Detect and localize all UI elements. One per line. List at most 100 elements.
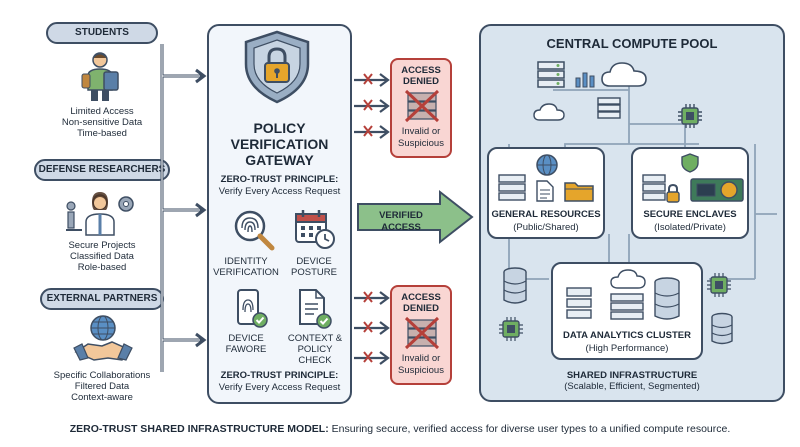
- user-to-gateway-arrows: [160, 44, 207, 372]
- student-icon: [81, 52, 119, 101]
- phone-fingerprint-icon: [237, 289, 268, 328]
- denied-bottom-title-1: ACCESS: [401, 292, 441, 303]
- shared-infrastructure-title: SHARED INFRASTRUCTURE: [566, 370, 698, 381]
- database-icon: [503, 267, 527, 304]
- shield-lock-icon: [244, 30, 310, 104]
- data-analytics-title: DATA ANALYTICS CLUSTER: [563, 330, 691, 341]
- secure-enclaves-sub: (Isolated/Private): [654, 222, 726, 233]
- students-details: Limited Access Non-sensitive Data Time-b…: [36, 106, 168, 139]
- context-line-2: POLICY CHECK: [297, 344, 333, 366]
- identity-line-1: IDENTITY: [224, 256, 268, 267]
- gateway-title-line-1: POLICY: [253, 120, 306, 136]
- general-resources-sub: (Public/Shared): [513, 222, 579, 233]
- shared-infrastructure: SHARED INFRASTRUCTURE (Scalable, Efficie…: [479, 370, 785, 392]
- blocked-server-icon: [404, 89, 440, 123]
- hardware-card-icon: [690, 178, 744, 202]
- partners-details: Specific Collaborations Filtered Data Co…: [26, 370, 178, 403]
- blocked-server-icon: [404, 316, 440, 350]
- principle-top-text: Verify Every Access Request: [218, 186, 341, 197]
- caption-bold: ZERO-TRUST SHARED INFRASTRUCTURE MODEL:: [69, 423, 329, 435]
- context-policy-label: CONTEXT & POLICY CHECK: [280, 333, 350, 366]
- cpu-chip-icon: [499, 317, 523, 341]
- database-icon: [654, 277, 680, 320]
- partners-title: EXTERNAL PARTNERS: [40, 288, 164, 310]
- folder-icon: [564, 182, 594, 202]
- general-resources-title: GENERAL RESOURCES: [491, 209, 601, 220]
- calendar-clock-icon: [295, 210, 335, 249]
- globe-icon: [536, 154, 558, 176]
- secure-enclaves-card: SECURE ENCLAVES (Isolated/Private): [631, 147, 749, 239]
- fingerprint-magnifier-icon: [234, 210, 275, 251]
- verified-access-label: VERIFIED ACCESS: [379, 210, 423, 233]
- document-icon: [536, 180, 554, 202]
- denied-bottom-sub-2: Suspicious: [398, 365, 444, 376]
- denied-bottom-title-2: DENIED: [403, 303, 439, 314]
- lock-icon: [666, 183, 680, 203]
- context-line-1: CONTEXT &: [287, 333, 343, 344]
- researchers-line-3: Role-based: [77, 262, 127, 273]
- database-icon: [711, 312, 733, 345]
- principle-bottom: ZERO-TRUST PRINCIPLE: Verify Every Acces…: [210, 370, 349, 394]
- device-firmware-label: DEVICE FAWORE: [212, 333, 280, 355]
- server-rack-icon: [597, 97, 621, 119]
- students-line-2: Non-sensitive Data: [61, 117, 143, 128]
- server-rack-icon: [498, 174, 526, 201]
- denied-top-title-2: DENIED: [403, 76, 439, 87]
- verified-access-arrow: [357, 189, 474, 245]
- gateway-title-line-3: GATEWAY: [245, 152, 314, 168]
- researchers-line-2: Classified Data: [70, 251, 134, 262]
- cloud-icon: [610, 269, 646, 289]
- principle-top-title: ZERO-TRUST PRINCIPLE:: [220, 174, 339, 185]
- secure-enclaves-title: SECURE ENCLAVES: [643, 209, 737, 220]
- researcher-icon: [66, 192, 134, 236]
- denied-bottom-sub-1: Invalid or: [401, 353, 441, 364]
- denied-top-sub-1: Invalid or: [401, 126, 441, 137]
- caption: ZERO-TRUST SHARED INFRASTRUCTURE MODEL: …: [0, 423, 800, 435]
- denied-arrows-top: [354, 73, 390, 139]
- identity-verification-label: IDENTITY VERIFICATION: [212, 256, 280, 278]
- principle-top: ZERO-TRUST PRINCIPLE: Verify Every Acces…: [210, 174, 349, 198]
- shared-infrastructure-sub: (Scalable, Efficient, Segmented): [564, 381, 700, 392]
- denied-arrows-bottom: [354, 291, 390, 365]
- gateway-title-line-2: VERIFICATION: [230, 136, 329, 152]
- denied-top-sub-2: Suspicious: [398, 138, 444, 149]
- access-denied-bottom: ACCESS DENIED Invalid or Suspicious: [390, 285, 452, 385]
- principle-bottom-title: ZERO-TRUST PRINCIPLE:: [220, 370, 339, 381]
- posture-line-2: POSTURE: [291, 267, 337, 278]
- cpu-chip-icon: [678, 104, 702, 128]
- partners-line-1: Specific Collaborations: [53, 370, 151, 381]
- bar-chart-icon: [575, 72, 595, 88]
- researchers-details: Secure Projects Classified Data Role-bas…: [36, 240, 168, 273]
- firmware-line-1: DEVICE: [228, 333, 264, 344]
- students-line-1: Limited Access: [70, 106, 134, 117]
- partners-line-3: Context-aware: [71, 392, 133, 403]
- researchers-title: DEFENSE RESEARCHERS: [34, 159, 170, 181]
- partners-line-2: Filtered Data: [74, 381, 130, 392]
- device-posture-label: DEVICE POSTURE: [280, 256, 348, 278]
- server-rack-icon: [537, 61, 565, 88]
- identity-line-2: VERIFICATION: [213, 267, 279, 278]
- principle-bottom-text: Verify Every Access Request: [218, 382, 341, 393]
- firmware-line-2: FAWORE: [225, 344, 267, 355]
- students-line-3: Time-based: [77, 128, 127, 139]
- handshake-globe-icon: [73, 315, 133, 361]
- posture-line-1: DEVICE: [296, 256, 332, 267]
- denied-top-title-1: ACCESS: [401, 65, 441, 76]
- cloud-icon: [533, 103, 565, 121]
- caption-text: Ensuring secure, verified access for div…: [328, 423, 731, 435]
- server-rack-icon: [610, 293, 644, 320]
- cloud-icon: [601, 62, 647, 87]
- data-analytics-sub: (High Performance): [585, 343, 669, 354]
- researchers-line-1: Secure Projects: [68, 240, 136, 251]
- general-resources-card: GENERAL RESOURCES (Public/Shared): [487, 147, 605, 239]
- pool-title: CENTRAL COMPUTE POOL: [546, 36, 718, 51]
- data-analytics-cluster-card: DATA ANALYTICS CLUSTER (High Performance…: [551, 262, 703, 360]
- students-title: STUDENTS: [46, 22, 158, 44]
- document-check-icon: [299, 289, 332, 329]
- access-denied-top: ACCESS DENIED Invalid or Suspicious: [390, 58, 452, 158]
- server-rack-icon: [642, 174, 666, 201]
- server-rack-icon: [566, 287, 592, 319]
- gateway-title: POLICY VERIFICATION GATEWAY: [212, 120, 347, 168]
- cpu-chip-icon: [707, 273, 731, 297]
- shield-icon: [681, 153, 699, 173]
